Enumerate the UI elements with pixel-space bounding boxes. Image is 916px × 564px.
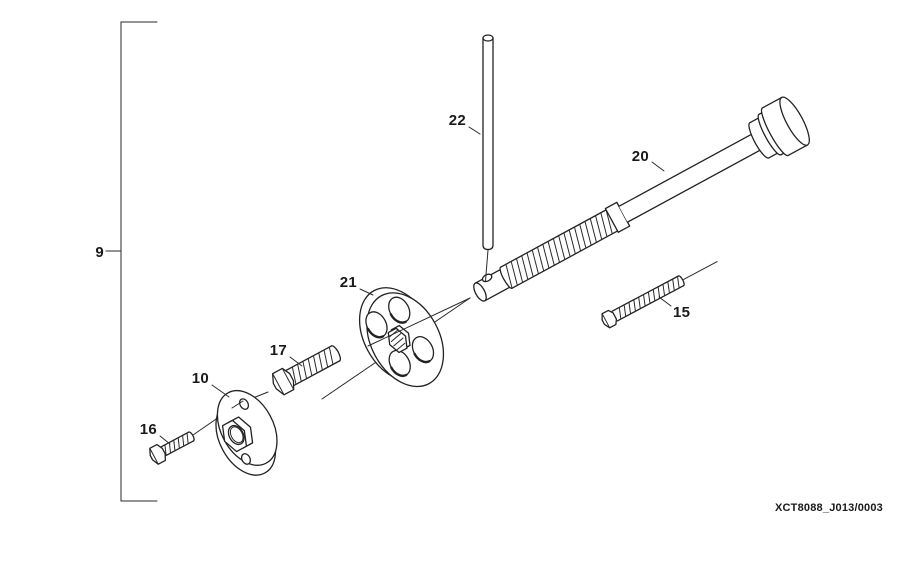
leader-17 <box>289 356 303 367</box>
bolt-16-tip <box>188 431 195 442</box>
shaft-20-drawing <box>473 96 810 302</box>
callout-15[interactable]: 15 <box>673 304 691 321</box>
leader-10 <box>211 384 230 398</box>
leader-20 <box>651 161 665 172</box>
axis-line-over-disc <box>367 297 471 347</box>
assembly-bracket <box>105 21 158 502</box>
nut-thread <box>229 426 244 444</box>
pin-top <box>482 34 494 42</box>
leader-22 <box>468 126 481 135</box>
flange-10-drawing <box>215 390 278 476</box>
callout-16[interactable]: 16 <box>139 421 157 438</box>
bolt-15-axis-line <box>683 261 718 280</box>
callout-17[interactable]: 17 <box>269 342 287 359</box>
axis-line-over-flange-hole <box>231 400 244 409</box>
bolt-16-hex-head <box>149 443 166 465</box>
leader-21 <box>359 288 374 296</box>
thread-ridges <box>505 209 613 289</box>
callout-10[interactable]: 10 <box>191 370 209 387</box>
leader-16 <box>159 435 171 445</box>
pin-22-drawing <box>482 34 494 282</box>
bolt-17-drawing <box>271 345 342 396</box>
bolt-16-drawing <box>149 431 195 465</box>
bolt-15-hex-head <box>601 309 618 329</box>
pin-insert-line <box>485 249 489 282</box>
bolt-17-hex-head <box>271 367 295 396</box>
callout-21[interactable]: 21 <box>339 274 357 291</box>
figure-code: XCT8088_J013/0003 <box>775 502 883 514</box>
shaft-end-face <box>473 282 487 302</box>
callout-9[interactable]: 9 <box>95 244 104 261</box>
flange-hole-bottom <box>240 453 252 465</box>
callout-22[interactable]: 22 <box>448 112 466 129</box>
callout-20[interactable]: 20 <box>631 148 649 165</box>
shaft-knob-face <box>779 96 810 146</box>
disc-21-drawing <box>358 287 445 388</box>
bolt-15-tip <box>677 275 685 287</box>
bolt-17-tip <box>330 345 342 362</box>
leader-15 <box>658 296 672 307</box>
bolt-15-drawing <box>601 261 718 329</box>
callout-leader-lines <box>159 126 672 445</box>
